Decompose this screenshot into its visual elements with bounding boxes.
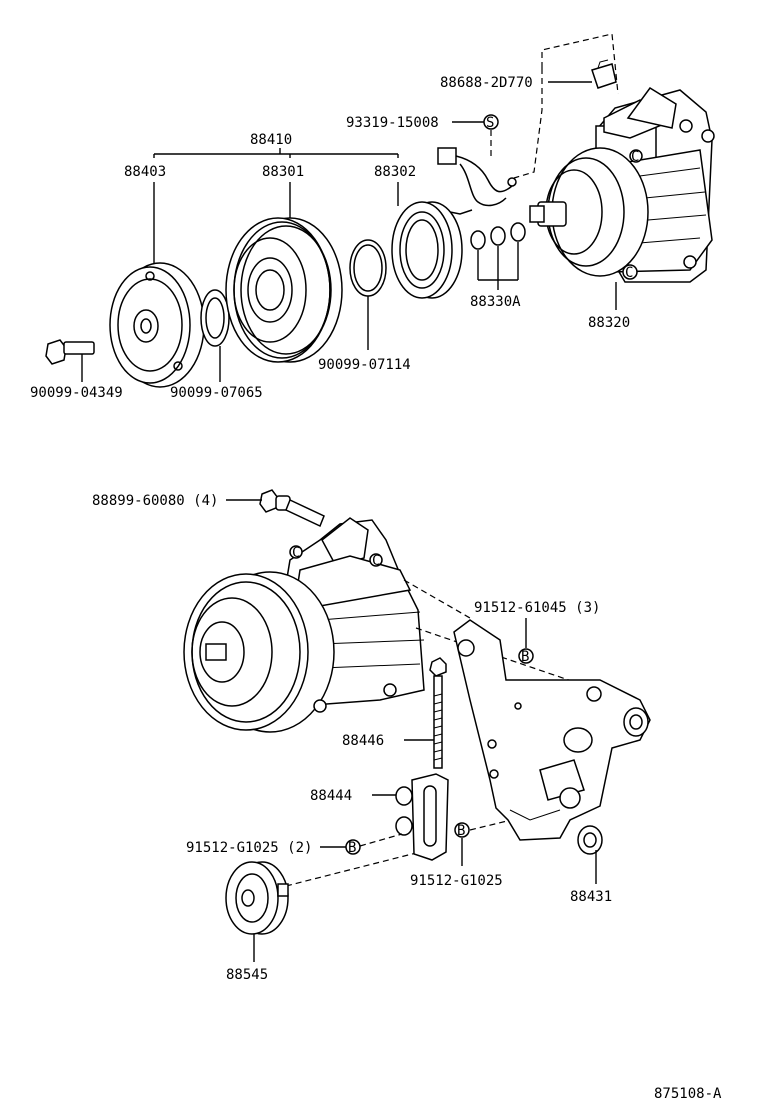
label-93319-15008: 93319-15008: [346, 115, 439, 131]
pulley-88301: [225, 217, 343, 363]
adjust-bar-88444: [395, 773, 449, 861]
label-88545: 88545: [226, 967, 268, 983]
label-88403: 88403: [124, 164, 166, 180]
label-88446: 88446: [342, 733, 384, 749]
shims-88330A: [470, 222, 526, 250]
clutch-plate-88403: [109, 262, 205, 388]
marker-b: B: [348, 840, 356, 856]
label-90099-07065: 90099-07065: [170, 385, 263, 401]
compressor-88320: C C: [529, 86, 715, 283]
label-88302: 88302: [374, 164, 416, 180]
label-88444: 88444: [310, 788, 352, 804]
label-88410: 88410: [250, 132, 292, 148]
marker-c: C: [372, 553, 380, 569]
label-91512-61045: 91512-61045 (3): [474, 600, 600, 616]
bolt-88446: [429, 657, 447, 769]
label-90099-04349: 90099-04349: [30, 385, 123, 401]
label-91512-G1025: 91512-G1025: [410, 873, 503, 889]
diagram-id: 875108-A: [654, 1086, 722, 1102]
label-91512-G1025-2: 91512-G1025 (2): [186, 840, 312, 856]
marker-c: C: [631, 149, 639, 165]
clip-88688: [591, 59, 617, 89]
field-coil-88302: [391, 201, 463, 299]
bracket-88431: [453, 619, 651, 855]
marker-s: S: [486, 115, 494, 131]
bolt-88899-60080: [259, 489, 325, 528]
marker-c: C: [625, 265, 633, 281]
bolt-90099-04349: [45, 339, 95, 365]
idler-pulley-88545: [225, 861, 289, 935]
marker-c: C: [292, 545, 300, 561]
label-88301: 88301: [262, 164, 304, 180]
label-88431: 88431: [570, 889, 612, 905]
marker-b: B: [457, 823, 465, 839]
label-88688-2D770: 88688-2D770: [440, 75, 533, 91]
wire-harness: [437, 147, 517, 215]
marker-b: B: [521, 649, 529, 665]
label-88330A: 88330A: [470, 294, 521, 310]
label-88320: 88320: [588, 315, 630, 331]
snap-ring-90099-07114: [349, 239, 387, 297]
label-88899-60080: 88899-60080 (4): [92, 493, 218, 509]
compressor-assembled: C C: [183, 517, 425, 733]
shim-90099-07065: [200, 289, 230, 347]
label-90099-07114: 90099-07114: [318, 357, 411, 373]
